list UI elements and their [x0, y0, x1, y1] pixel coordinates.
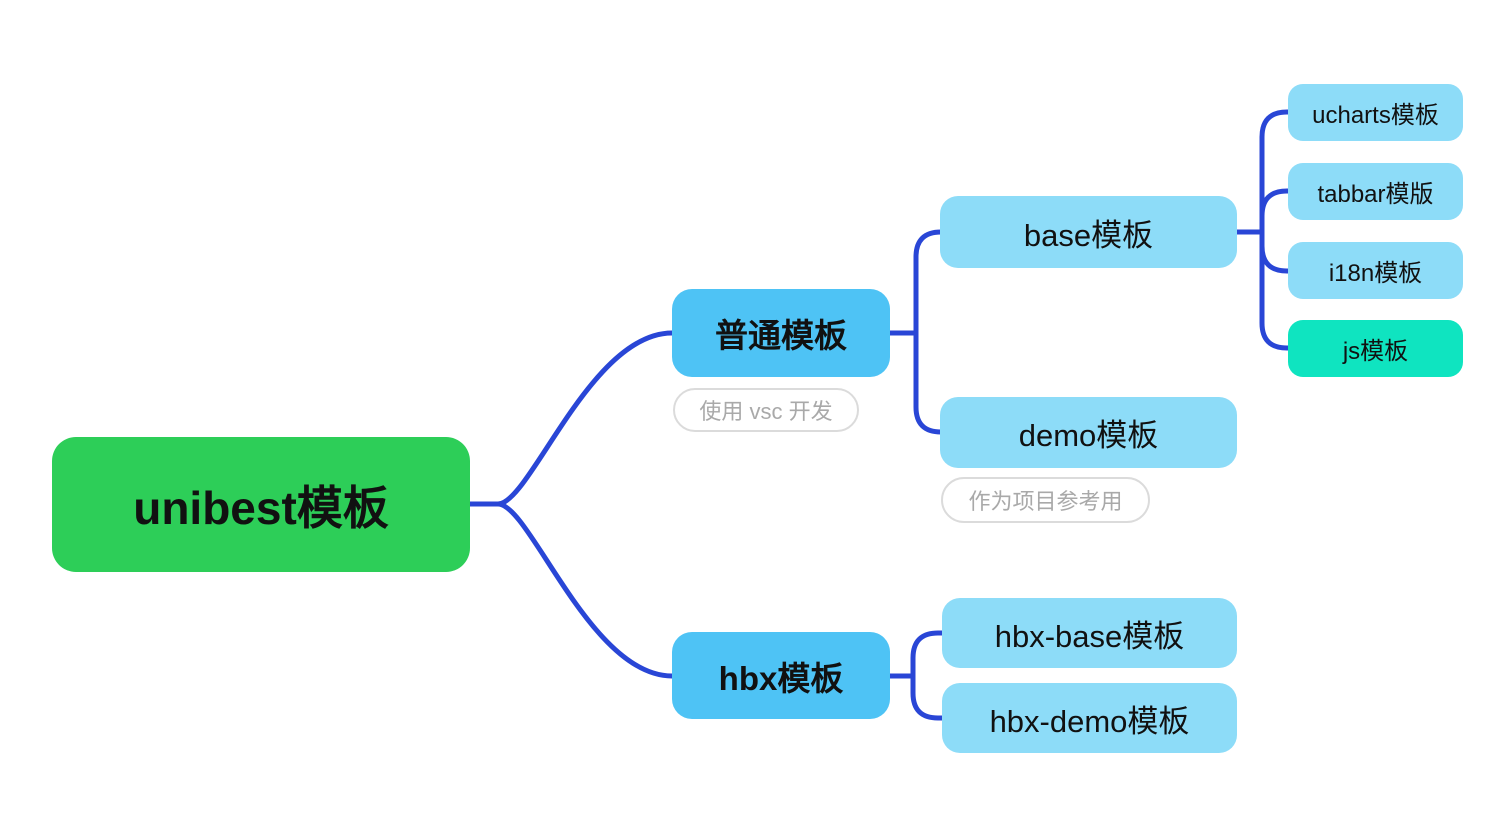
node-tabbar-moban[interactable]: tabbar模版	[1288, 163, 1463, 220]
node-putong-moban[interactable]: 普通模板	[672, 289, 890, 377]
node-i18n-moban[interactable]: i18n模板	[1288, 242, 1463, 299]
node-demo-moban[interactable]: demo模板	[940, 397, 1237, 468]
edge-hbx-demo	[910, 673, 945, 721]
node-hbx-moban[interactable]: hbx模板	[672, 632, 890, 719]
note-putong-vsc[interactable]: 使用 vsc 开发	[673, 388, 859, 432]
edge-base-ucharts	[1259, 109, 1292, 235]
edge-root-putong	[495, 330, 675, 507]
edge-root-hbx	[495, 501, 675, 679]
edge-putong-base	[913, 229, 944, 336]
node-base-moban[interactable]: base模板	[940, 196, 1237, 268]
edge-hbx-base	[910, 630, 945, 679]
edge-base-js	[1259, 229, 1292, 351]
note-demo-reference[interactable]: 作为项目参考用	[941, 477, 1150, 523]
edge-base-i18n	[1259, 229, 1292, 274]
node-root-unibest[interactable]: unibest模板	[52, 437, 470, 572]
node-js-moban[interactable]: js模板	[1288, 320, 1463, 377]
node-hbx-base-moban[interactable]: hbx-base模板	[942, 598, 1237, 668]
edge-putong-demo	[913, 330, 944, 435]
node-ucharts-moban[interactable]: ucharts模板	[1288, 84, 1463, 141]
node-hbx-demo-moban[interactable]: hbx-demo模板	[942, 683, 1237, 753]
edge-base-tabbar	[1259, 188, 1292, 235]
